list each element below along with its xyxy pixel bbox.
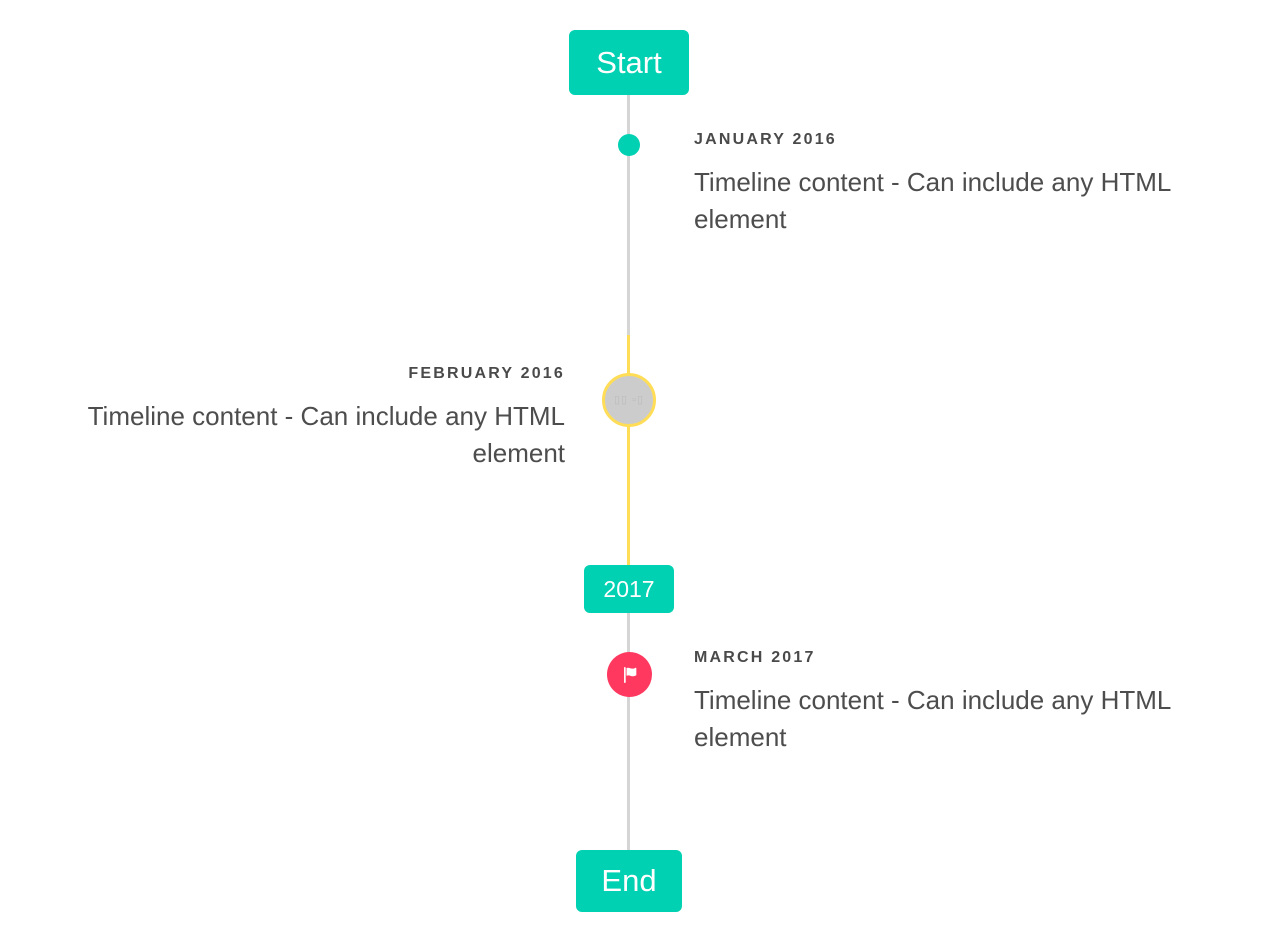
timeline-marker-january[interactable] — [618, 134, 640, 156]
timeline-footer-end[interactable]: End — [576, 850, 682, 912]
timeline-item-date: JANUARY 2016 — [694, 131, 837, 148]
timeline-item-february: FEBRUARY 2016 Timeline content - Can inc… — [40, 365, 565, 472]
missing-glyph-icon: ▯▯ ▫▯ — [613, 393, 645, 406]
timeline-marker-february[interactable]: ▯▯ ▫▯ — [602, 373, 656, 427]
timeline-item-content: Timeline content - Can include any HTML … — [694, 685, 1171, 752]
flag-icon — [623, 666, 636, 683]
timeline-rail-highlight — [627, 335, 630, 565]
timeline-item-date: FEBRUARY 2016 — [408, 365, 565, 382]
timeline-divider-2017[interactable]: 2017 — [584, 565, 674, 613]
timeline-item-date: MARCH 2017 — [694, 649, 816, 666]
timeline-rail-top — [627, 95, 630, 335]
timeline-item-march: MARCH 2017 Timeline content - Can includ… — [694, 649, 1224, 756]
timeline-header-start[interactable]: Start — [569, 30, 689, 95]
timeline-item-content: Timeline content - Can include any HTML … — [87, 401, 565, 468]
timeline-item-content: Timeline content - Can include any HTML … — [694, 167, 1171, 234]
timeline-marker-march[interactable] — [607, 652, 652, 697]
timeline-item-january: JANUARY 2016 Timeline content - Can incl… — [694, 131, 1224, 238]
timeline-rail-bottom — [627, 613, 630, 850]
